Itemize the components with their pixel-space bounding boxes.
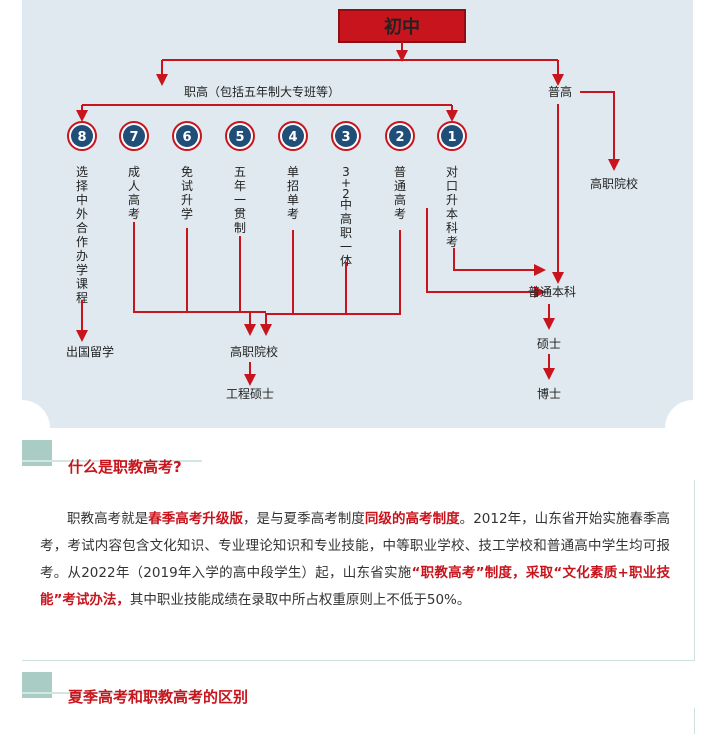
track-number: 3 — [341, 130, 350, 145]
section1-marker — [22, 440, 202, 466]
section2-marker — [22, 672, 202, 698]
master: 硕士 — [537, 337, 561, 351]
track-item: 4 单招单考 — [278, 121, 308, 221]
track-circle — [389, 125, 411, 147]
track-circle — [335, 125, 357, 147]
track-item: 8 选择中外合作办学课程 — [67, 121, 97, 305]
track-connectors — [76, 208, 546, 342]
p-text-2: ，是与夏季高考制度 — [243, 511, 365, 527]
p-highlight-2: 同级的高考制度 — [364, 511, 460, 527]
section1-frame-bottom — [22, 660, 695, 661]
vocational-bracket — [76, 104, 458, 122]
doctor: 博士 — [537, 386, 561, 401]
track-number: 6 — [182, 130, 191, 145]
track-label: 单招单考 — [287, 165, 299, 221]
p-highlight-1: 春季高考升级版 — [148, 511, 244, 527]
section2-frame-right — [694, 708, 695, 734]
top-connectors — [156, 42, 564, 86]
education-path-diagram: 初中 职高（包括五年制大专班等） 普高 高职院校 8 选择中外合作办学课程 7 成人高… — [22, 0, 693, 428]
corner-decoration-left — [22, 400, 50, 428]
track-number: 7 — [129, 130, 138, 145]
track-item: 5 五年一贯制 — [225, 121, 255, 235]
track-number: 5 — [235, 130, 244, 145]
corner-decoration-right — [665, 400, 693, 428]
general-high-path — [552, 91, 620, 284]
track-number: 1 — [447, 130, 456, 145]
diagram-canvas: 初中 职高（包括五年制大专班等） 普高 高职院校 8 选择中外合作办学课程 7 成人高… — [22, 9, 693, 428]
section1-title: 什么是职教高考? — [68, 458, 182, 476]
section1-frame-right — [694, 480, 695, 660]
track-item: 2 普通高考 — [385, 121, 415, 221]
track-label: 对口升本科考 — [446, 165, 458, 249]
track-circle — [123, 125, 145, 147]
track-circle — [282, 125, 304, 147]
vocational-label: 职高（包括五年制大专班等） — [184, 84, 340, 99]
track-circle — [71, 125, 93, 147]
track-number: 4 — [288, 130, 297, 145]
track-circle — [229, 125, 251, 147]
general-vocational-college: 高职院校 — [590, 176, 638, 191]
track-number: 2 — [395, 130, 404, 145]
p-text-3: 。2012年，山东省开始实施春季高考，考试内容包含文化知识、专业理论知识和专业技… — [40, 511, 671, 581]
engineering-master: 工程硕士 — [226, 386, 274, 401]
p-text-4: 其中职业技能成绩在录取中所占权重原则上不低于50%。 — [129, 592, 471, 608]
track-item: 6 免试升学 — [172, 121, 202, 221]
p-text-1: 职教高考就是 — [67, 511, 149, 527]
track-number: 8 — [77, 130, 86, 145]
general-high-label: 普高 — [548, 84, 572, 99]
p-highlight-3: “职教高考”制度，采取“文化素质+职业技能”考试办法， — [40, 565, 670, 608]
track-label: 选择中外合作办学课程 — [76, 165, 88, 305]
track-item: 7 成人高考 — [119, 121, 149, 221]
general-undergrad: 普通本科 — [528, 285, 576, 299]
study-abroad: 出国留学 — [66, 344, 114, 359]
track-item: 1 对口升本科考 — [437, 121, 467, 249]
track-label: 免试升学 — [181, 164, 193, 221]
track-label: 成人高考 — [128, 165, 140, 221]
section1-paragraph: 职教高考就是春季高考升级版，是与夏季高考制度同级的高考制度。2012年，山东省开… — [40, 506, 670, 614]
track-circle — [176, 125, 198, 147]
track-circle — [441, 125, 463, 147]
track-label: 五年一贯制 — [234, 165, 246, 235]
vocational-college: 高职院校 — [230, 344, 278, 359]
track-label: 普通高考 — [394, 165, 406, 221]
section2-title: 夏季高考和职教高考的区别 — [68, 688, 249, 706]
junior-high-label: 初中 — [384, 16, 420, 38]
